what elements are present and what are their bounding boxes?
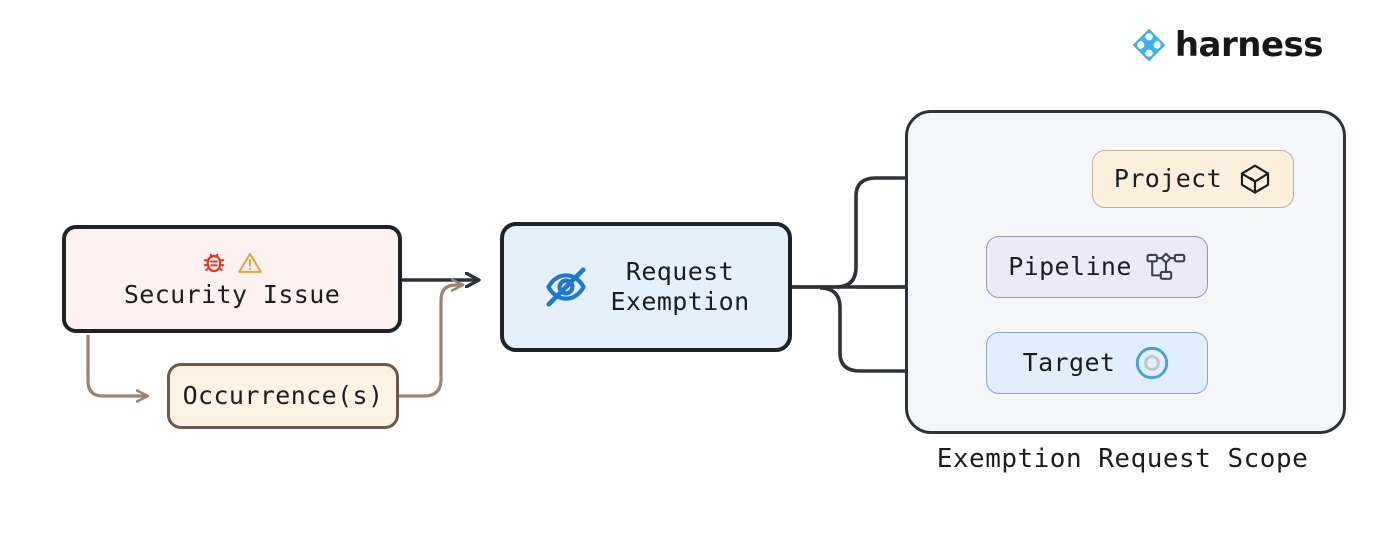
edge-occurrences-to-request-exemption	[399, 285, 462, 398]
brand-name: harness	[1174, 25, 1324, 65]
pipeline-nodes-icon	[1146, 252, 1186, 280]
node-project[interactable]: Project	[1092, 150, 1294, 208]
node-request-exemption[interactable]: Request Exemption	[500, 222, 792, 352]
security-issue-icons	[201, 248, 263, 278]
node-occurrences[interactable]: Occurrence(s)	[167, 363, 399, 429]
node-label-occurrences: Occurrence(s)	[182, 380, 384, 410]
node-pipeline[interactable]: Pipeline	[986, 236, 1208, 298]
node-label-request-exemption: Request Exemption	[610, 256, 750, 317]
subgraph-label: Exemption Request Scope	[936, 444, 1309, 474]
node-label-project: Project	[1113, 163, 1223, 193]
harness-diamond-logo-icon	[1132, 28, 1166, 62]
eye-off-icon	[546, 267, 587, 307]
node-label-security-issue: Security Issue	[123, 279, 341, 309]
node-label-pipeline: Pipeline	[1008, 251, 1132, 281]
warning-triangle-icon	[238, 252, 262, 273]
bug-icon	[203, 253, 225, 272]
cube-icon	[1240, 164, 1270, 194]
node-security-issue[interactable]: Security Issue	[62, 225, 402, 333]
edge-security-issue-to-occurrences	[86, 335, 147, 396]
harness-logo: harness	[1132, 25, 1324, 65]
target-circles-icon	[1136, 346, 1169, 380]
node-target[interactable]: Target	[986, 332, 1208, 394]
node-label-target: Target	[1022, 347, 1116, 377]
